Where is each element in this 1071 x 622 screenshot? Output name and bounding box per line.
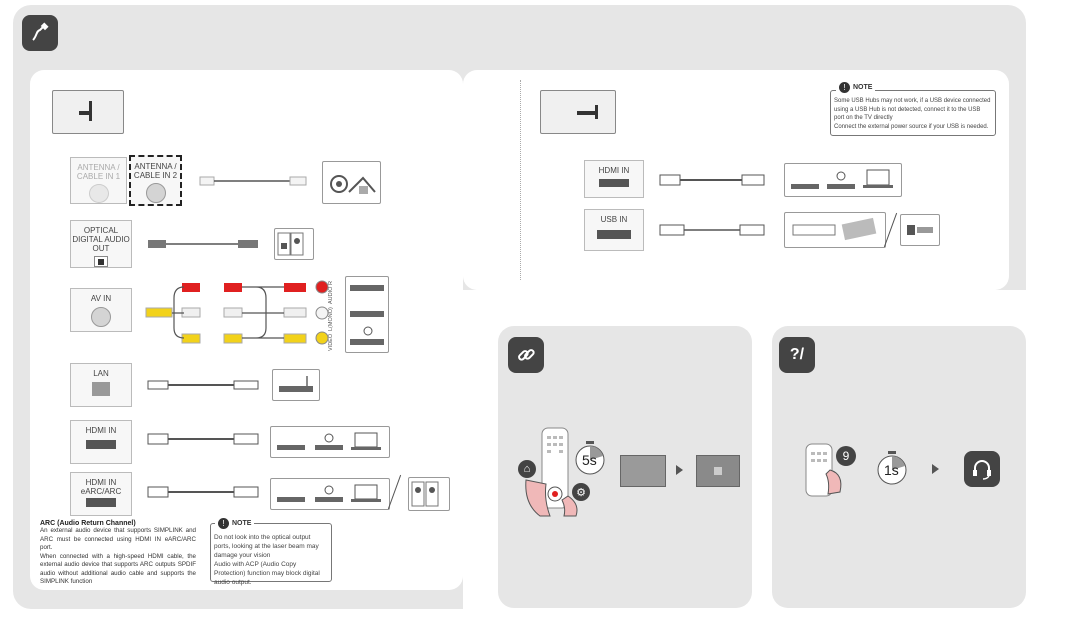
usb-in-port: USB IN bbox=[584, 209, 644, 251]
antenna2-jack bbox=[145, 183, 166, 203]
arc-info: ARC (Audio Return Channel) An external a… bbox=[40, 520, 196, 587]
hdmi-in-right-label: HDMI IN bbox=[598, 166, 630, 175]
arc-title: ARC (Audio Return Channel) bbox=[40, 520, 136, 527]
antenna2-port: ANTENNA / CABLE IN 2 bbox=[129, 155, 182, 206]
lan-jack bbox=[92, 382, 110, 396]
note-right-header: ! NOTE bbox=[836, 82, 876, 93]
hdmi-in-jack bbox=[86, 440, 116, 449]
router-device bbox=[272, 369, 320, 401]
note-right-box bbox=[830, 90, 996, 136]
hdmi-devices-right bbox=[784, 163, 902, 197]
arrow-icon bbox=[676, 465, 683, 475]
lan-cable bbox=[147, 380, 259, 390]
note-left-title: NOTE bbox=[232, 520, 252, 527]
lan-label: LAN bbox=[93, 369, 109, 378]
optical-label: OPTICAL DIGITAL AUDIO OUT bbox=[72, 226, 130, 253]
note-right-item-1: Some USB Hubs may not work, if a USB dev… bbox=[834, 98, 991, 121]
note-left-box bbox=[210, 523, 332, 582]
antenna-cable bbox=[199, 176, 307, 186]
hdmi-in-label: HDMI IN bbox=[85, 426, 117, 435]
hdmi-in-port-right: HDMI IN bbox=[584, 160, 644, 198]
usb-in-label: USB IN bbox=[600, 215, 628, 224]
note-alert-icon-right: ! bbox=[839, 82, 850, 93]
av-channel-labels: VIDEO L(MONO) AUDIO R bbox=[328, 281, 340, 351]
optical-cable bbox=[148, 240, 258, 248]
av-devices bbox=[345, 276, 389, 353]
timer-5s-label: 5s bbox=[582, 452, 597, 468]
hdmi-in-port: HDMI IN bbox=[70, 420, 132, 464]
remote-illustration bbox=[525, 427, 578, 517]
dotted-separator bbox=[520, 80, 521, 280]
note-alert-icon: ! bbox=[218, 518, 229, 529]
cable-icon bbox=[22, 15, 58, 51]
antenna1-port: ANTENNA / CABLE IN 1 bbox=[70, 157, 127, 204]
av-in-jack bbox=[91, 307, 111, 327]
hdmi-arc-cable bbox=[147, 486, 259, 498]
tv-on-screen bbox=[696, 455, 740, 487]
note-right-items: Some USB Hubs may not work, if a USB dev… bbox=[834, 97, 992, 131]
arc-text-1: An external audio device that supports S… bbox=[40, 527, 196, 551]
av-lmono-label: L(MONO) bbox=[328, 306, 334, 331]
antenna1-label: ANTENNA / CABLE IN 1 bbox=[76, 163, 121, 181]
note-left-item-2: Audio with ACP (Audio Copy Protection) f… bbox=[214, 561, 320, 586]
sound-device bbox=[408, 477, 450, 511]
arrow-icon-2 bbox=[932, 464, 939, 474]
usb-cable bbox=[659, 224, 765, 236]
note-right-item-2: Connect the external power source if you… bbox=[834, 123, 989, 130]
av-in-port: AV IN bbox=[70, 288, 132, 332]
optical-port: OPTICAL DIGITAL AUDIO OUT bbox=[70, 220, 132, 268]
usb-in-jack bbox=[597, 230, 631, 239]
hdmi-devices bbox=[270, 426, 390, 458]
note-left-items: Do not look into the optical output port… bbox=[214, 533, 328, 587]
timer-5s-icon bbox=[575, 441, 605, 475]
hdmi-cable bbox=[147, 433, 259, 445]
optical-jack bbox=[94, 256, 108, 267]
tv-rear-left bbox=[52, 90, 124, 134]
link-icon bbox=[508, 337, 544, 373]
tv-off-screen bbox=[620, 455, 666, 487]
timer-1s-icon bbox=[877, 451, 907, 485]
av-cable bbox=[145, 280, 329, 345]
usb-stick-device bbox=[900, 214, 940, 246]
arc-text-2: When connected with a high-speed HDMI ca… bbox=[40, 552, 196, 586]
hdmi-in-right-jack bbox=[599, 179, 629, 187]
optical-audio-device bbox=[274, 228, 314, 260]
tv-rear-right bbox=[540, 90, 616, 134]
antenna1-jack bbox=[88, 184, 109, 203]
note-left-item-1: Do not look into the optical output port… bbox=[214, 534, 319, 559]
hdmi-arc-jack bbox=[86, 498, 116, 507]
av-video-label: VIDEO bbox=[328, 333, 334, 351]
note-right-title: NOTE bbox=[853, 84, 873, 91]
gear-icon: ⚙ bbox=[572, 483, 590, 501]
timer-1s-label: 1s bbox=[884, 462, 899, 478]
av-audio-r-label: AUDIO R bbox=[328, 281, 334, 304]
usb-devices bbox=[784, 212, 886, 248]
button-nine-badge: 9 bbox=[836, 446, 856, 466]
note-left-header: ! NOTE bbox=[215, 518, 255, 529]
hdmi-arc-label: HDMI IN eARC/ARC bbox=[80, 478, 122, 496]
antenna-device bbox=[322, 161, 381, 204]
lan-port: LAN bbox=[70, 363, 132, 407]
hdmi-cable-right bbox=[659, 174, 765, 186]
headset-icon bbox=[964, 451, 1000, 487]
av-in-label: AV IN bbox=[90, 294, 112, 303]
hdmi-arc-port: HDMI IN eARC/ARC bbox=[70, 472, 132, 516]
home-icon: ⌂ bbox=[518, 460, 536, 478]
antenna2-label: ANTENNA / CABLE IN 2 bbox=[133, 162, 178, 180]
remote-small-illustration bbox=[805, 443, 842, 497]
hdmi-arc-devices bbox=[270, 478, 390, 510]
help-icon: ?/ bbox=[779, 337, 815, 373]
